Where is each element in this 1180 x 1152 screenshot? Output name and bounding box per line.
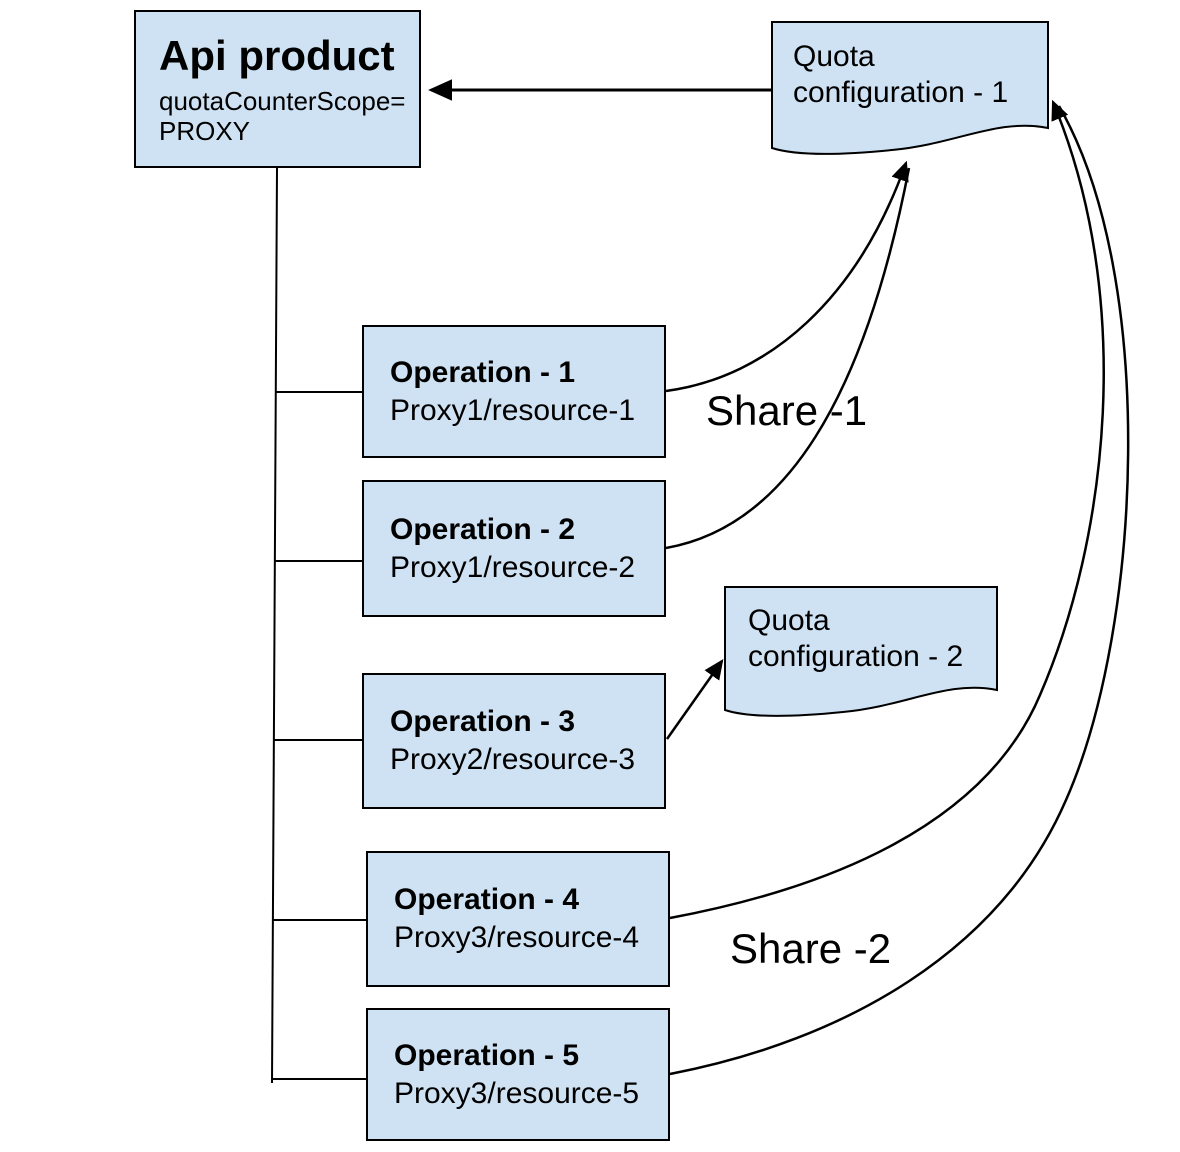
quota-config-2-line1: Quota bbox=[748, 603, 830, 637]
edge-op2-to-quota1 bbox=[665, 167, 911, 550]
node-quota-config-1: Quota configuration - 1 bbox=[772, 22, 1069, 128]
node-operation-4: Operation - 4 Proxy3/resource-4 bbox=[366, 851, 670, 987]
node-operation-2: Operation - 2 Proxy1/resource-2 bbox=[362, 480, 666, 617]
quota-config-1-line2: configuration - 1 bbox=[793, 76, 1009, 109]
node-operation-1: Operation - 1 Proxy1/resource-1 bbox=[362, 325, 666, 458]
node-quota-config-2: Quota configuration - 2 bbox=[725, 587, 1020, 690]
edge-op1-to-quota1 bbox=[665, 160, 909, 393]
edge-op3-to-quota2 bbox=[665, 659, 724, 740]
operation-1-title: Operation - 1 bbox=[390, 355, 576, 389]
operation-4-title: Operation - 4 bbox=[394, 883, 580, 916]
api-product-scope-line: quotaCounterScope= bbox=[159, 86, 406, 116]
operation-1-resource: Proxy1/resource-1 bbox=[390, 393, 636, 427]
operation-4-resource: Proxy3/resource-4 bbox=[394, 921, 640, 954]
label-share-1: Share -1 bbox=[706, 387, 868, 434]
node-quota-config-1-shape bbox=[771, 21, 1049, 155]
node-operation-5: Operation - 5 Proxy3/resource-5 bbox=[366, 1008, 670, 1141]
operation-2-title: Operation - 2 bbox=[390, 512, 576, 546]
operation-5-title: Operation - 5 bbox=[394, 1038, 580, 1072]
operation-2-resource: Proxy1/resource-2 bbox=[390, 550, 636, 584]
label-share-2: Share -2 bbox=[730, 925, 892, 972]
node-quota-config-2-shape bbox=[724, 586, 998, 717]
operation-3-resource: Proxy2/resource-3 bbox=[390, 743, 636, 776]
quota-config-2-line2: configuration - 2 bbox=[748, 639, 964, 673]
operation-5-resource: Proxy3/resource-5 bbox=[394, 1076, 640, 1110]
node-operation-3: Operation - 3 Proxy2/resource-3 bbox=[362, 673, 666, 809]
operation-3-title: Operation - 3 bbox=[390, 705, 576, 738]
edge-product-to-operations bbox=[271, 167, 366, 1084]
api-product-scope-value: PROXY bbox=[159, 116, 251, 146]
edge-op5-to-quota1 bbox=[669, 105, 1130, 1076]
node-api-product: Api product quotaCounterScope= PROXY bbox=[134, 10, 421, 168]
edge-trunk bbox=[271, 167, 278, 1084]
edge-op4-to-quota1 bbox=[669, 99, 1105, 920]
quota-config-1-line1: Quota bbox=[793, 40, 875, 73]
api-product-title: Api product bbox=[159, 32, 395, 79]
